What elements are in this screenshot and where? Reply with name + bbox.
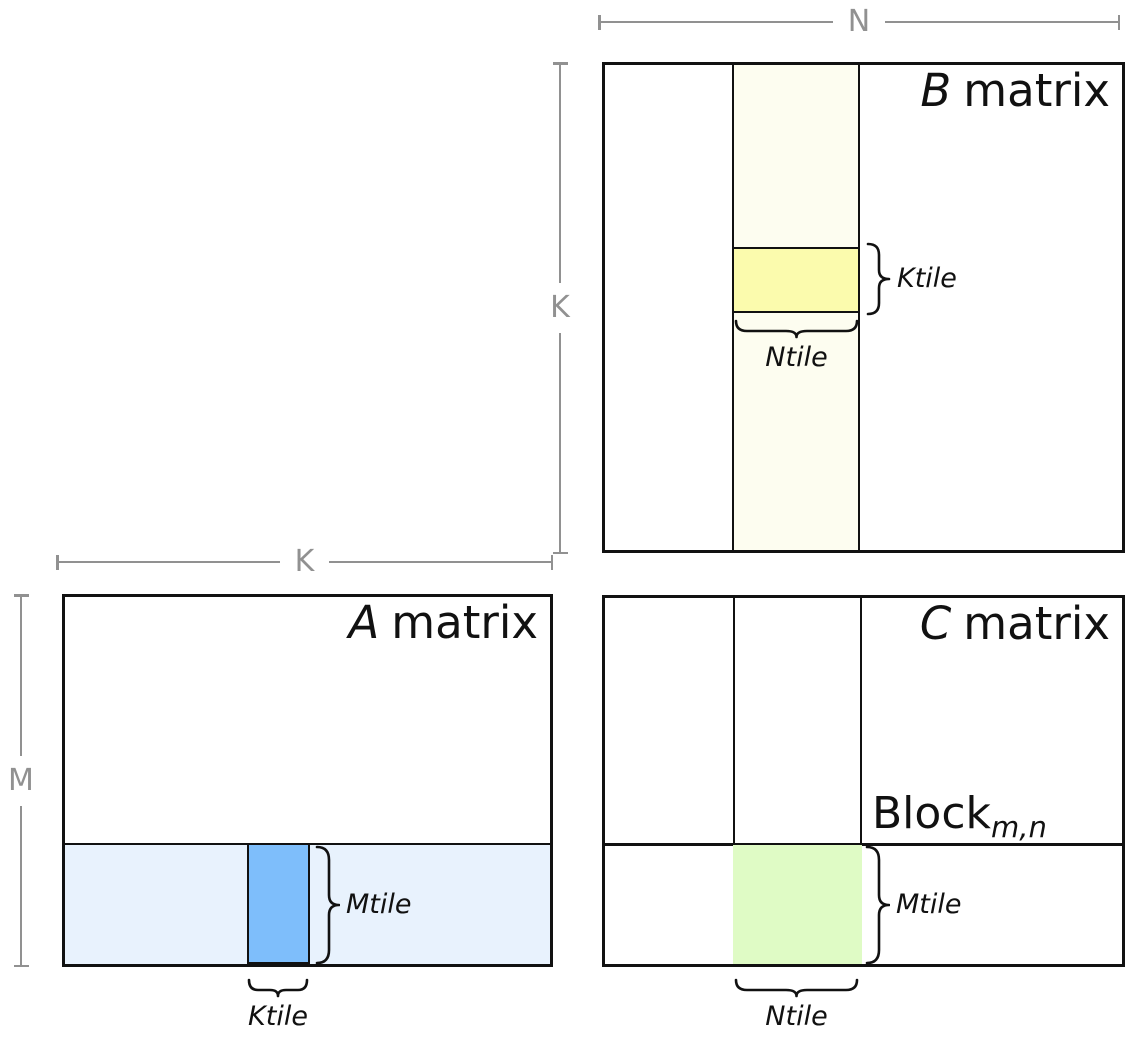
- dimension-line: [559, 64, 561, 283]
- dimension-line: [600, 21, 833, 23]
- ktile-brace-icon: [247, 978, 309, 998]
- c-column-line-right: [860, 598, 862, 964]
- c-matrix-word: matrix: [963, 597, 1110, 650]
- mtile-brace-icon: [865, 845, 890, 965]
- c-block-label: Blockm,n: [872, 788, 1047, 844]
- b-matrix-word: matrix: [963, 64, 1110, 117]
- mtile-brace-icon: [315, 845, 340, 965]
- b-matrix-letter: B: [920, 64, 952, 117]
- b-ktile-label: Ktile: [897, 263, 957, 295]
- c-matrix-letter: C: [919, 597, 952, 650]
- dimension-end-tick: [13, 964, 29, 967]
- dimension-end-tick: [552, 62, 568, 65]
- dimension-label-m: M: [8, 762, 34, 798]
- ntile-brace-icon: [734, 978, 859, 998]
- c-block-subscript: m,n: [991, 810, 1047, 844]
- c-block-word: Block: [872, 788, 992, 839]
- a-mtile-annotation: Mtile: [314, 844, 412, 966]
- a-ktile-annotation: Ktile: [246, 976, 310, 1032]
- dimension-k-horizontal: K: [56, 544, 553, 579]
- a-mtile-label: Mtile: [346, 889, 412, 921]
- dimension-line: [329, 561, 551, 563]
- dimension-label-k-horizontal: K: [294, 544, 315, 579]
- ntile-brace-icon: [734, 319, 859, 339]
- a-ktile-label: Ktile: [248, 1001, 308, 1032]
- b-ntile-label: Ntile: [765, 342, 828, 373]
- c-mtile-label: Mtile: [896, 889, 962, 921]
- dimension-k-vertical: K: [546, 62, 574, 554]
- c-ntile-label: Ntile: [765, 1001, 828, 1032]
- dimension-n: N: [598, 4, 1121, 39]
- b-ntile-annotation: Ntile: [733, 317, 860, 373]
- dimension-label-n: N: [847, 4, 871, 39]
- dimension-label-k-vertical: K: [550, 290, 570, 325]
- c-row-divider-line: [605, 843, 1122, 846]
- b-tile: [732, 247, 860, 313]
- c-column-line-left: [733, 598, 735, 964]
- dimension-end-tick: [1117, 14, 1121, 30]
- c-tile: [733, 845, 862, 964]
- dimension-end-tick: [552, 551, 568, 554]
- dimension-m: M: [7, 594, 35, 967]
- ktile-brace-icon: [866, 242, 891, 316]
- dimension-end-tick: [598, 14, 601, 30]
- dimension-end-tick: [13, 594, 29, 597]
- dimension-end-tick: [56, 554, 59, 570]
- c-mtile-annotation: Mtile: [864, 844, 962, 966]
- a-matrix-word: matrix: [391, 596, 538, 649]
- dimension-line: [885, 21, 1118, 23]
- dimension-end-tick: [550, 554, 553, 570]
- dimension-line: [559, 333, 561, 552]
- a-matrix-letter: A: [348, 596, 380, 649]
- dimension-line: [20, 596, 22, 756]
- a-tile: [247, 843, 310, 964]
- b-ktile-annotation: Ktile: [865, 241, 957, 317]
- dimension-line: [20, 805, 22, 965]
- c-ntile-annotation: Ntile: [733, 976, 860, 1032]
- dimension-line: [58, 561, 280, 563]
